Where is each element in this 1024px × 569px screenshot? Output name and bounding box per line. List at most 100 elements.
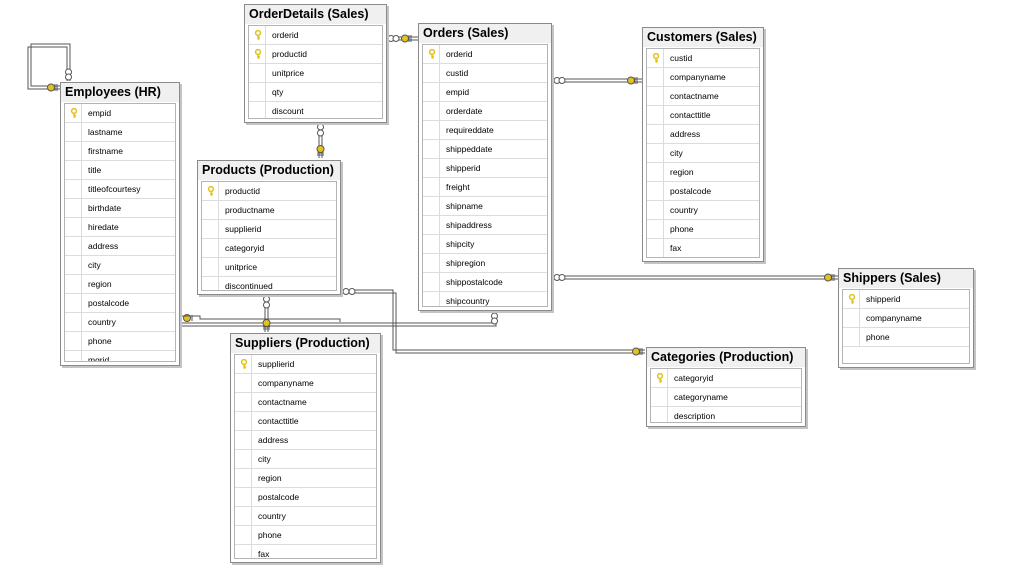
- column-row[interactable]: orderid: [249, 26, 382, 45]
- column-row[interactable]: address: [235, 431, 376, 450]
- row-selector[interactable]: [235, 450, 252, 468]
- column-row[interactable]: freight: [423, 178, 547, 197]
- table-title[interactable]: Employees (HR): [61, 83, 179, 102]
- row-selector[interactable]: [65, 142, 82, 160]
- column-row[interactable]: phone: [647, 220, 759, 239]
- row-selector[interactable]: [647, 49, 664, 67]
- column-row[interactable]: country: [235, 507, 376, 526]
- relationship-line[interactable]: [551, 76, 642, 85]
- column-row[interactable]: categoryname: [651, 388, 801, 407]
- column-row[interactable]: fax: [647, 239, 759, 257]
- column-row[interactable]: postalcode: [647, 182, 759, 201]
- column-row[interactable]: shipregion: [423, 254, 547, 273]
- column-row[interactable]: region: [647, 163, 759, 182]
- column-row[interactable]: orderdate: [423, 102, 547, 121]
- column-row[interactable]: unitprice: [202, 258, 336, 277]
- table-title[interactable]: Customers (Sales): [643, 28, 763, 47]
- column-row[interactable]: country: [647, 201, 759, 220]
- row-selector[interactable]: [423, 273, 440, 291]
- column-row[interactable]: lastname: [65, 123, 175, 142]
- row-selector[interactable]: [249, 102, 266, 118]
- column-row[interactable]: phone: [235, 526, 376, 545]
- row-selector[interactable]: [235, 469, 252, 487]
- column-row[interactable]: productid: [202, 182, 336, 201]
- column-row[interactable]: shipperid: [843, 290, 969, 309]
- column-row[interactable]: birthdate: [65, 199, 175, 218]
- row-selector[interactable]: [65, 313, 82, 331]
- row-selector[interactable]: [647, 106, 664, 124]
- column-row[interactable]: supplierid: [235, 355, 376, 374]
- column-row[interactable]: title: [65, 161, 175, 180]
- row-selector[interactable]: [647, 87, 664, 105]
- column-row[interactable]: address: [647, 125, 759, 144]
- column-row[interactable]: shipcity: [423, 235, 547, 254]
- row-selector[interactable]: [65, 294, 82, 312]
- row-selector[interactable]: [423, 102, 440, 120]
- row-selector[interactable]: [235, 545, 252, 558]
- column-row[interactable]: description: [651, 407, 801, 422]
- column-row[interactable]: firstname: [65, 142, 175, 161]
- column-row[interactable]: region: [65, 275, 175, 294]
- row-selector[interactable]: [249, 45, 266, 63]
- column-row[interactable]: mgrid: [65, 351, 175, 361]
- column-row[interactable]: phone: [843, 328, 969, 347]
- row-selector[interactable]: [202, 182, 219, 200]
- row-selector[interactable]: [647, 201, 664, 219]
- column-row[interactable]: categoryid: [651, 369, 801, 388]
- column-row[interactable]: productname: [202, 201, 336, 220]
- column-row[interactable]: unitprice: [249, 64, 382, 83]
- row-selector[interactable]: [65, 161, 82, 179]
- column-row[interactable]: discount: [249, 102, 382, 118]
- column-row[interactable]: fax: [235, 545, 376, 558]
- row-selector[interactable]: [235, 488, 252, 506]
- row-selector[interactable]: [235, 393, 252, 411]
- relationship-line[interactable]: [551, 273, 838, 282]
- column-row[interactable]: custid: [647, 49, 759, 68]
- row-selector[interactable]: [65, 123, 82, 141]
- column-row[interactable]: contacttitle: [647, 106, 759, 125]
- row-selector[interactable]: [249, 64, 266, 82]
- row-selector[interactable]: [235, 374, 252, 392]
- row-selector[interactable]: [423, 216, 440, 234]
- row-selector[interactable]: [423, 292, 440, 306]
- column-row[interactable]: empid: [65, 104, 175, 123]
- row-selector[interactable]: [647, 239, 664, 257]
- column-row[interactable]: phone: [65, 332, 175, 351]
- column-row[interactable]: contacttitle: [235, 412, 376, 431]
- column-row[interactable]: hiredate: [65, 218, 175, 237]
- column-row[interactable]: orderid: [423, 45, 547, 64]
- column-row[interactable]: postalcode: [65, 294, 175, 313]
- column-row[interactable]: region: [235, 469, 376, 488]
- row-selector[interactable]: [423, 254, 440, 272]
- row-selector[interactable]: [202, 239, 219, 257]
- row-selector[interactable]: [647, 144, 664, 162]
- column-row[interactable]: productid: [249, 45, 382, 64]
- row-selector[interactable]: [65, 104, 82, 122]
- row-selector[interactable]: [65, 237, 82, 255]
- relationship-line[interactable]: [340, 288, 645, 356]
- column-row[interactable]: empid: [423, 83, 547, 102]
- row-selector[interactable]: [235, 355, 252, 373]
- table-title[interactable]: Categories (Production): [647, 348, 805, 367]
- column-row[interactable]: titleofcourtesy: [65, 180, 175, 199]
- table-title[interactable]: Shippers (Sales): [839, 269, 973, 288]
- row-selector[interactable]: [843, 309, 860, 327]
- column-row[interactable]: qty: [249, 83, 382, 102]
- column-row[interactable]: categoryid: [202, 239, 336, 258]
- row-selector[interactable]: [65, 351, 82, 361]
- row-selector[interactable]: [65, 256, 82, 274]
- row-selector[interactable]: [65, 180, 82, 198]
- table-title[interactable]: Orders (Sales): [419, 24, 551, 43]
- table-title[interactable]: Suppliers (Production): [231, 334, 380, 353]
- column-row[interactable]: companyname: [647, 68, 759, 87]
- row-selector[interactable]: [423, 235, 440, 253]
- column-row[interactable]: shipname: [423, 197, 547, 216]
- table-title[interactable]: OrderDetails (Sales): [245, 5, 386, 24]
- row-selector[interactable]: [235, 431, 252, 449]
- row-selector[interactable]: [235, 507, 252, 525]
